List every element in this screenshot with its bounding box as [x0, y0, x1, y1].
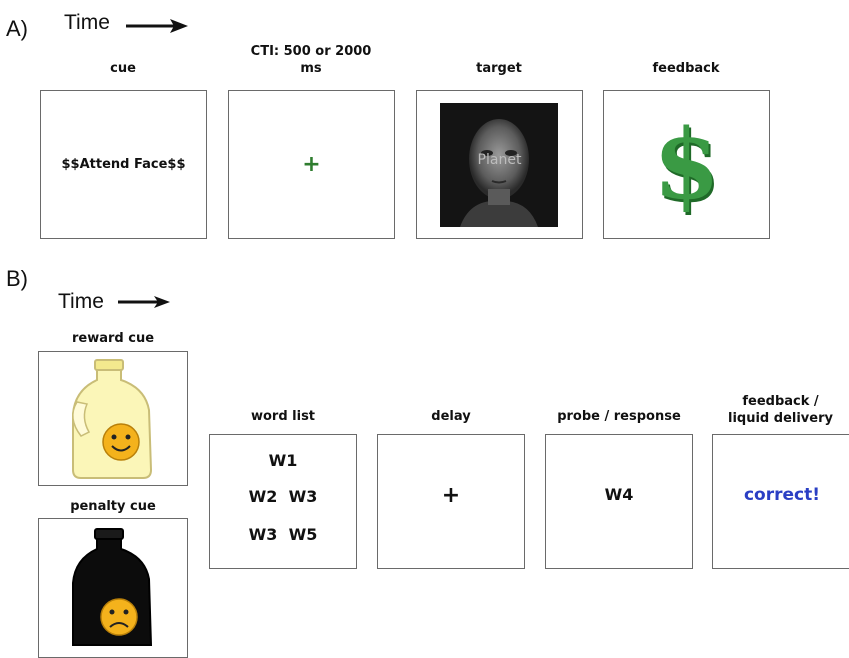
feedback-liquid-caption: feedback / liquid delivery [712, 393, 849, 427]
cti-caption: CTI: 500 or 2000 ms [250, 44, 372, 76]
word-list-line: W3 W5 [248, 525, 318, 544]
cue-frame: $$Attend Face$$ [40, 90, 207, 239]
probe-word: W4 [604, 485, 634, 504]
delay-caption: delay [431, 409, 471, 424]
cue-caption: cue [110, 61, 136, 76]
feedback-liquid-caption-line1: feedback / [742, 394, 819, 409]
probe-caption: probe / response [557, 409, 681, 424]
time-arrow-icon [118, 296, 170, 308]
delay-cross: + [441, 483, 461, 508]
target-word: Planet [477, 152, 522, 168]
word-list-caption: word list [250, 409, 316, 424]
panel-a-label: A) [6, 16, 28, 41]
probe-frame: W4 [545, 434, 693, 569]
penalty-cue-frame [38, 518, 188, 658]
penalty-cue-caption: penalty cue [70, 499, 156, 514]
fixation-cross: + [302, 152, 321, 177]
time-arrow-icon [126, 19, 188, 33]
word-list-frame: W1 W2 W3 W3 W5 [209, 434, 357, 569]
word-list-line: W1 [268, 451, 298, 470]
yellow-jug-icon [72, 359, 153, 479]
word-list-line: W2 W3 [248, 487, 318, 506]
reward-cue-frame [38, 351, 188, 486]
panel-b-time-label: Time [58, 290, 104, 313]
dollar-icon: $ [653, 108, 720, 221]
target-caption: target [476, 61, 522, 76]
cti-frame: + [228, 90, 395, 239]
feedback-caption: feedback [652, 61, 720, 76]
correct-text: correct! [743, 485, 820, 505]
feedback-liquid-caption-line2: liquid delivery [728, 411, 833, 426]
target-frame: Planet [416, 90, 583, 239]
delay-frame: + [377, 434, 525, 569]
panel-b-label: B) [6, 266, 28, 291]
face-image [440, 103, 558, 227]
feedback-frame: $ [603, 90, 770, 239]
reward-cue-caption: reward cue [71, 331, 155, 346]
black-jug-icon [72, 528, 153, 646]
panel-a-time-label: Time [64, 11, 110, 34]
cue-text: $$Attend Face$$ [61, 157, 186, 172]
feedback-liquid-frame: correct! [712, 434, 849, 569]
